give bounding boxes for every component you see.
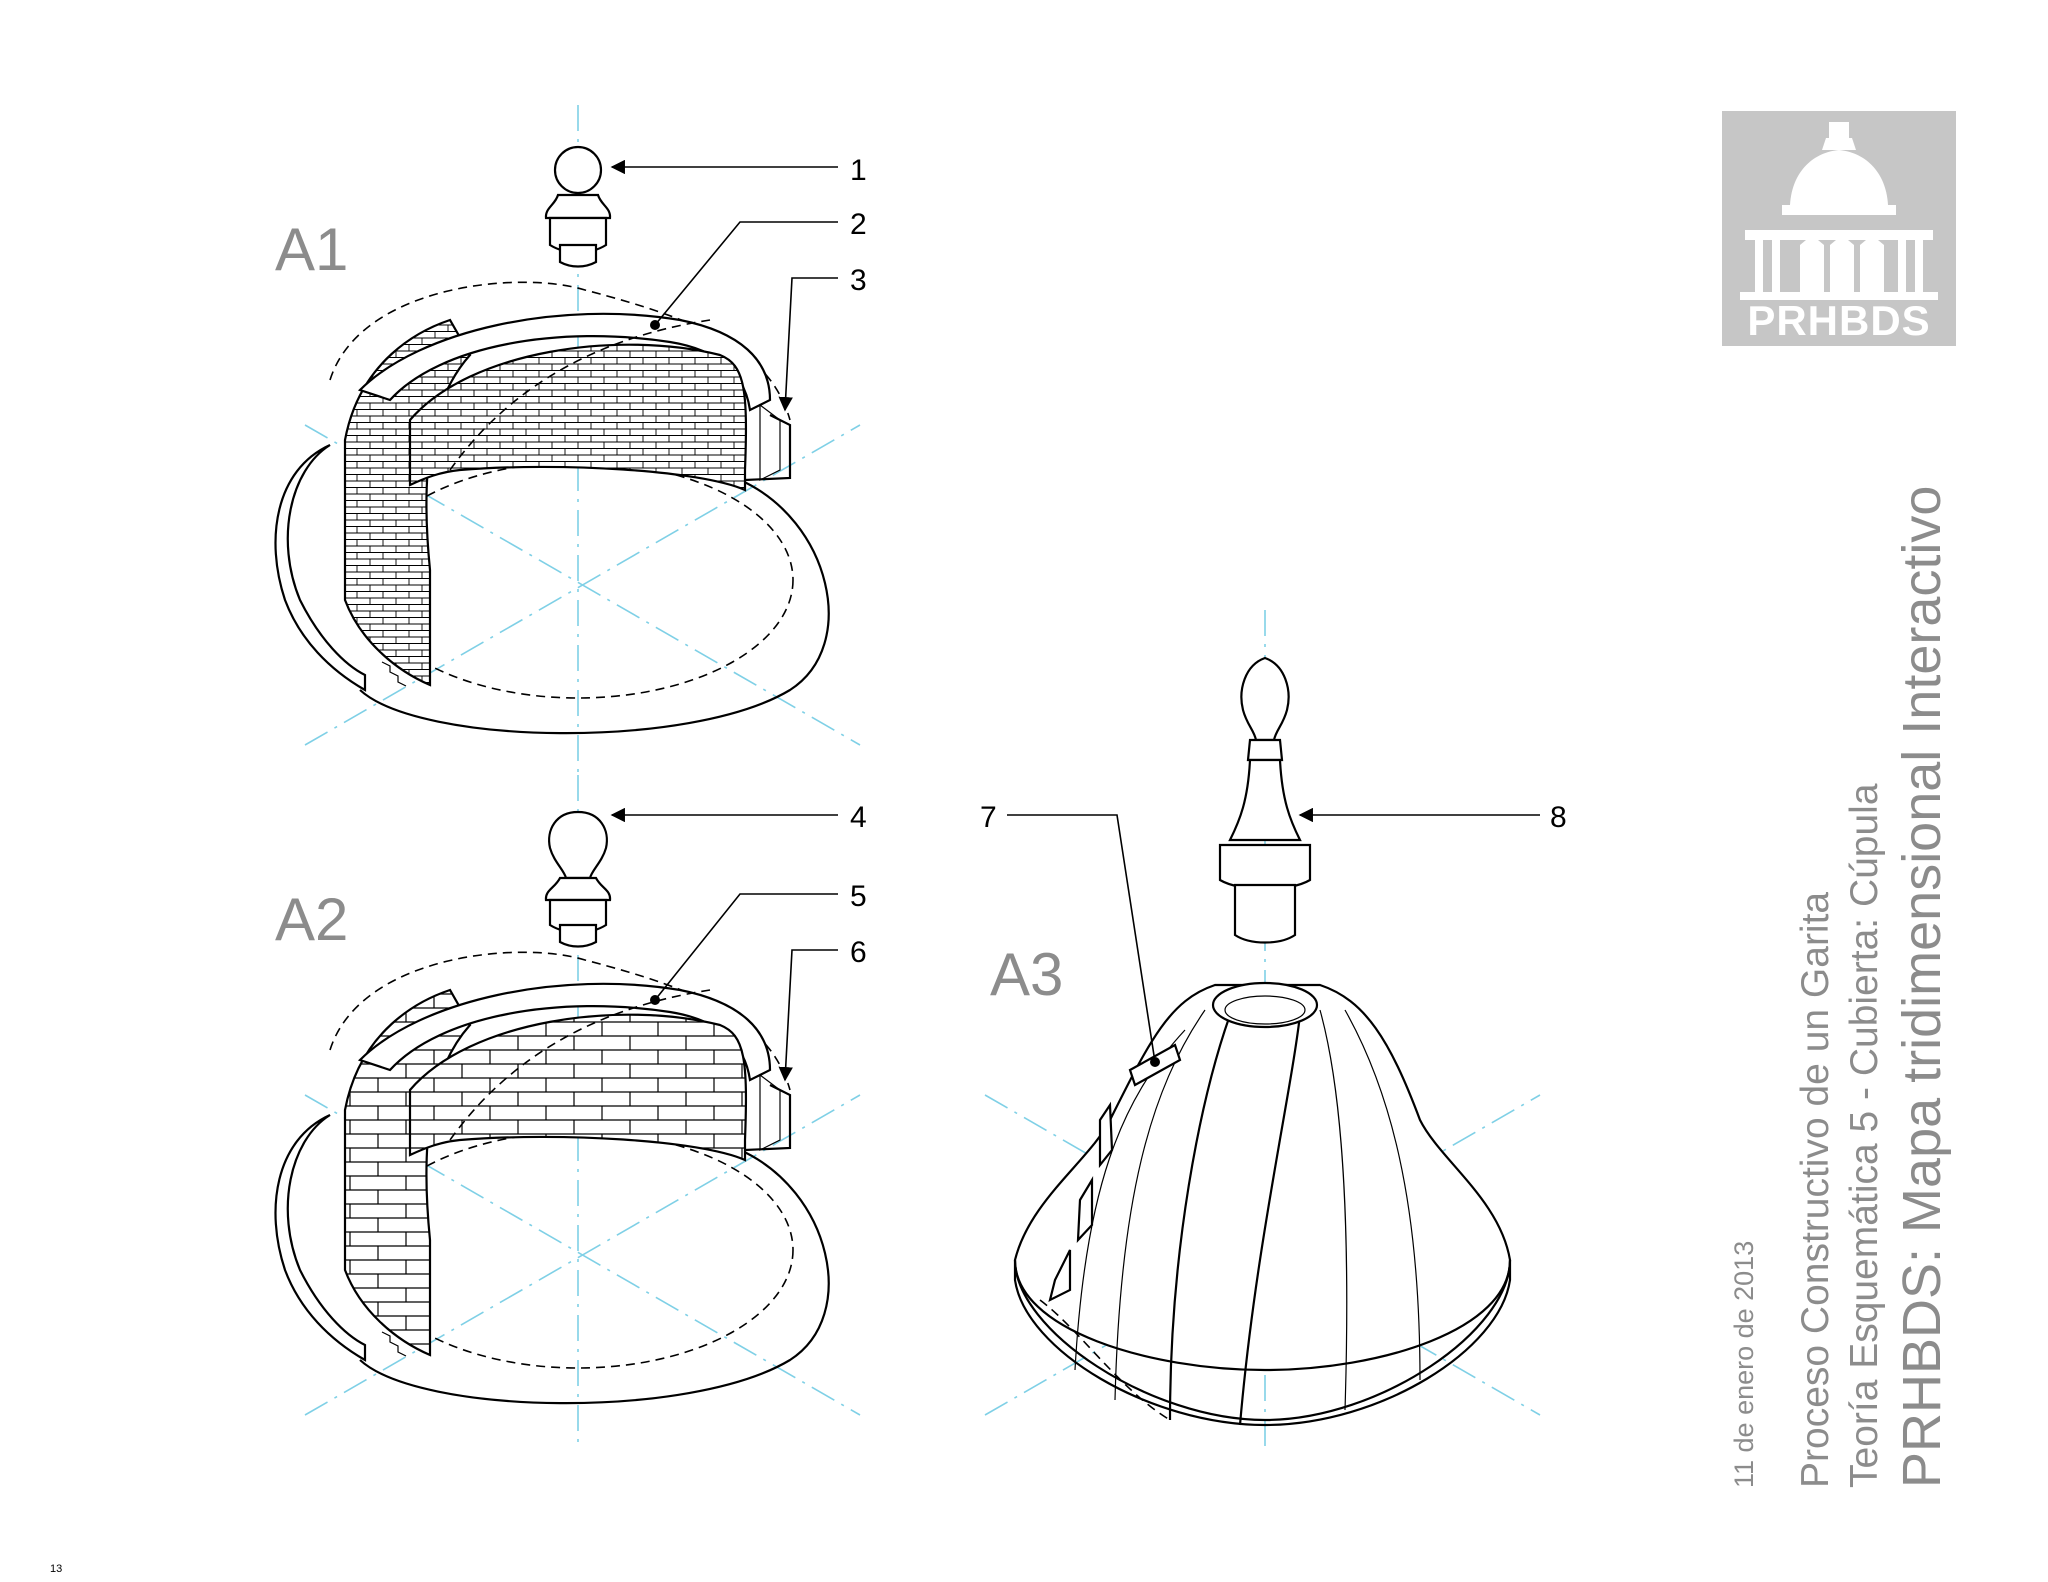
section-label-a1: A1 [275,216,348,283]
callout-3: 3 [850,264,867,297]
callout-7: 7 [980,801,997,834]
callout-leaders [610,159,1540,1082]
callout-1: 1 [850,154,867,187]
finial-a1 [544,145,612,268]
side-titles: 11 de enero de 2013 Proceso Constructivo… [1729,486,1952,1488]
title-line-2: Teoría Esquemática 5 - Cubierta: Cúpula [1843,783,1886,1488]
dome-drawing-a2 [274,775,861,1450]
section-label-a2: A2 [275,886,348,953]
title-line-1: Proceso Constructivo de un Garita [1794,892,1837,1488]
finial-a2 [544,810,612,948]
callout-numbers: 1 2 3 4 5 6 7 8 [850,154,1567,969]
callout-5: 5 [850,880,867,913]
callout-2: 2 [850,208,867,241]
callout-4: 4 [850,801,867,834]
title-line-3: PRHBDS: Mapa tridimensional Interactivo [1892,486,1952,1488]
prhbds-logo: PRHBDS [1722,111,1956,346]
section-label-a3: A3 [990,941,1063,1008]
logo-text: PRHBDS [1747,297,1930,344]
callout-8: 8 [1550,801,1567,834]
callout-6: 6 [850,936,867,969]
date-text: 11 de enero de 2013 [1729,1241,1759,1488]
page-number: 13 [50,1563,62,1575]
dome-drawing-a3 [984,610,1541,1450]
finial-a3 [1218,656,1312,944]
dome-drawing-a1 [274,105,861,780]
